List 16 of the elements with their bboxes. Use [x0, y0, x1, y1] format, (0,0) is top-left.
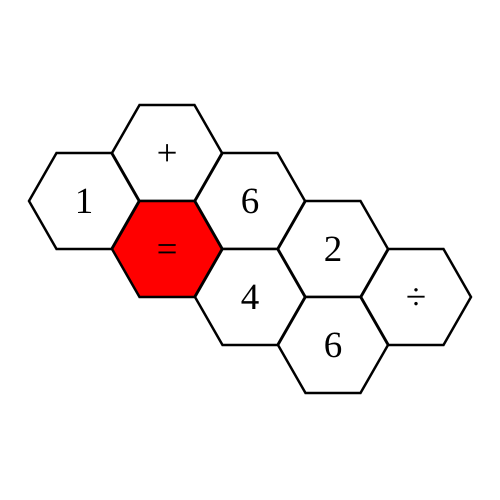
- cell-symbol: =: [156, 230, 178, 268]
- cell-symbol: ÷: [406, 278, 426, 316]
- hexagon-cell: [112, 105, 222, 201]
- hexagon-cell: [361, 249, 471, 345]
- hexagon-cell: [195, 153, 305, 249]
- hexagon-cell: [278, 201, 388, 297]
- cell-symbol: 6: [324, 326, 342, 364]
- hexagon-cell: [278, 297, 388, 393]
- hexagon-cell: [195, 249, 305, 345]
- hexagon-cell: [112, 201, 222, 297]
- cell-symbol: +: [156, 134, 178, 172]
- cell-symbol: 2: [324, 230, 342, 268]
- hexagon-cell: [29, 153, 139, 249]
- cell-symbol: 1: [74, 182, 94, 220]
- cell-symbol: 6: [240, 182, 260, 220]
- cell-symbol: 4: [240, 278, 260, 316]
